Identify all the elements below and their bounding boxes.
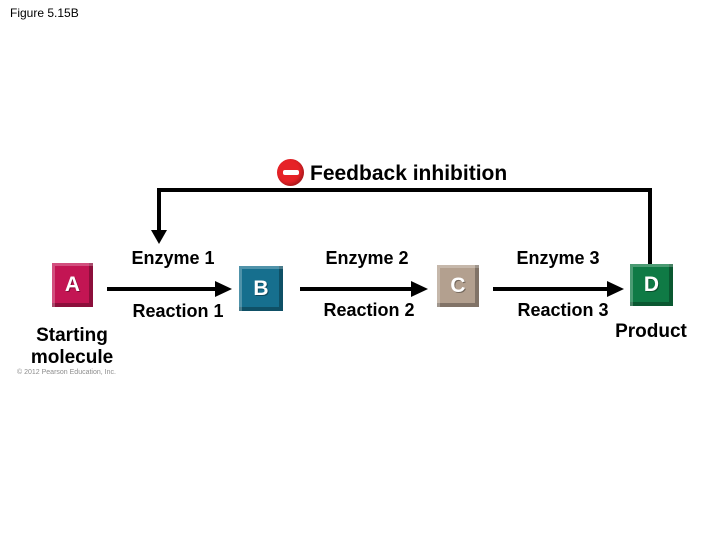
figure-label: Figure 5.15B bbox=[10, 6, 79, 20]
feedback-arrowhead-down bbox=[151, 230, 167, 244]
feedback-line-vertical-right bbox=[648, 188, 652, 265]
reaction-2-label: Reaction 2 bbox=[323, 300, 415, 320]
copyright-notice: © 2012 Pearson Education, Inc. bbox=[17, 369, 116, 376]
arrow-b-to-c bbox=[300, 287, 412, 291]
molecule-box-c: C bbox=[437, 265, 479, 307]
feedback-inhibition-label: Feedback inhibition bbox=[310, 162, 508, 185]
reaction-3-label: Reaction 3 bbox=[517, 300, 609, 320]
molecule-box-b: B bbox=[239, 266, 283, 311]
enzyme-1-label: Enzyme 1 bbox=[131, 248, 215, 268]
product-caption: Product bbox=[615, 321, 687, 342]
reaction-1-label: Reaction 1 bbox=[132, 301, 224, 321]
arrowhead-c-to-d bbox=[607, 281, 624, 297]
arrow-c-to-d bbox=[493, 287, 608, 291]
feedback-line-vertical-left bbox=[157, 188, 161, 231]
molecule-box-d: D bbox=[630, 264, 673, 306]
enzyme-3-label: Enzyme 3 bbox=[516, 248, 600, 268]
minus-bar bbox=[282, 170, 299, 175]
molecule-box-a: A bbox=[52, 263, 93, 307]
starting-molecule-caption: Starting molecule bbox=[30, 325, 114, 368]
minus-icon bbox=[277, 159, 304, 186]
arrowhead-b-to-c bbox=[411, 281, 428, 297]
feedback-line-horizontal bbox=[157, 188, 652, 192]
enzyme-2-label: Enzyme 2 bbox=[325, 248, 409, 268]
arrowhead-a-to-b bbox=[215, 281, 232, 297]
arrow-a-to-b bbox=[107, 287, 216, 291]
